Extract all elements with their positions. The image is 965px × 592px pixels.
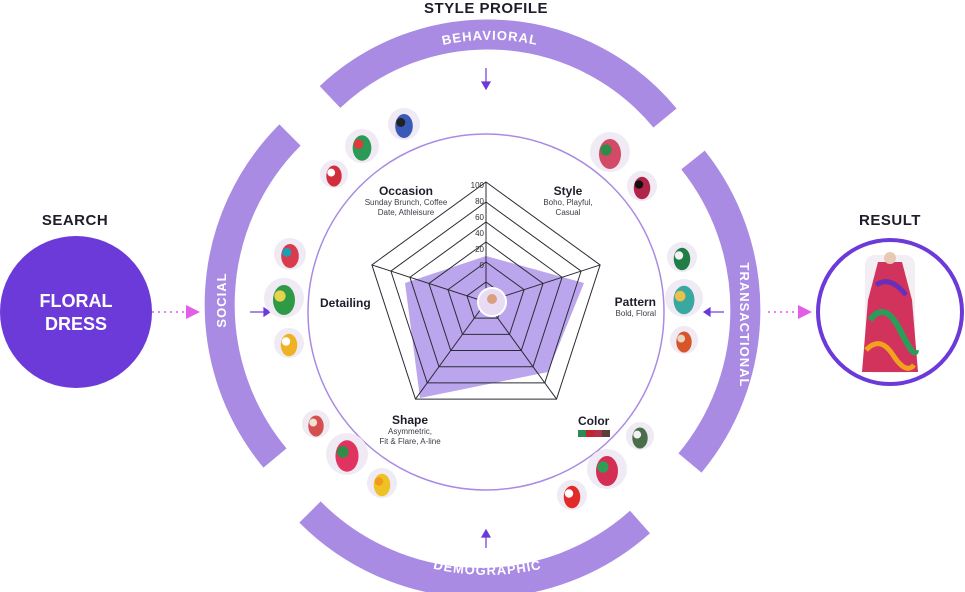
radar-tick-label: 80 (475, 197, 484, 206)
product-thumbnail (388, 108, 420, 140)
radar-spoke (371, 264, 487, 303)
shape-line2: Fit & Flare, A-line (379, 437, 441, 446)
product-thumbnail (345, 129, 379, 163)
radar-chart: 100 80 60 40 20 0 (371, 181, 601, 400)
radar-spoke (415, 301, 487, 400)
shape-line1: Asymmetric, (387, 427, 432, 436)
radar-tick-label: 100 (471, 181, 485, 190)
radar-grid-ring (409, 221, 563, 368)
dimension-style: Style Boho, Playful, Casual (543, 184, 592, 218)
search-query-line2: DRESS (44, 314, 108, 334)
product-thumbnail (670, 326, 698, 354)
radar-tick-label: 40 (475, 229, 484, 238)
style-line1: Boho, Playful, (543, 198, 593, 207)
product-thumbnail (587, 449, 627, 489)
color-swatch (578, 430, 586, 437)
radar-tick-label: 60 (475, 213, 484, 222)
product-thumbnail (667, 242, 697, 272)
color-swatch (594, 430, 602, 437)
radar-grid-ring (390, 201, 582, 384)
color-swatches (578, 430, 612, 438)
radar-grid-ring (447, 261, 525, 335)
pattern-line1: Bold, Floral (615, 309, 656, 318)
color-title: Color (578, 414, 610, 428)
color-swatch (602, 430, 610, 437)
style-line2: Casual (555, 208, 581, 217)
dimension-occasion: Occasion Sunday Brunch, Coffee Date, Ath… (365, 184, 448, 218)
page-title: STYLE PROFILE (423, 0, 549, 17)
occasion-title: Occasion (378, 184, 434, 198)
product-thumbnail (626, 422, 654, 450)
dimension-pattern: Pattern Bold, Floral (615, 295, 656, 319)
search-label: SEARCH (41, 212, 109, 229)
radar-grid-ring (428, 241, 544, 352)
result-label: RESULT (859, 212, 921, 229)
product-thumbnail (274, 238, 306, 270)
ring-label-behavioral: BEHAVIORAL (440, 28, 539, 48)
radar-tick-label: 20 (475, 245, 484, 254)
ring-label-social: SOCIAL (214, 272, 229, 327)
product-thumbnail (590, 132, 630, 172)
detailing-title: Detailing (320, 296, 371, 310)
radar-tick-label: 0 (480, 261, 485, 270)
radar-grid-ring (371, 181, 601, 400)
ring-arrows (250, 68, 724, 548)
product-thumbnail (302, 410, 330, 438)
ring-label-transactional: TRANSACTIONAL (737, 263, 752, 388)
product-thumbnail (627, 171, 657, 201)
search-query: FLORAL DRESS (40, 290, 113, 336)
ring-segment-demographic (299, 501, 650, 592)
product-thumbnails (264, 108, 703, 510)
radar-spoke (485, 301, 557, 400)
result-arrow-icon (798, 305, 812, 319)
product-thumbnail (274, 328, 304, 358)
search-arrow-icon (186, 305, 200, 319)
avatar-face-icon (487, 294, 497, 304)
profile-area (405, 256, 584, 398)
ring-label-demographic: DEMOGRAPHIC (432, 557, 542, 578)
product-thumbnail (326, 433, 368, 475)
ring-segment-transactional (678, 150, 761, 473)
shape-title: Shape (391, 413, 429, 427)
product-thumbnail (367, 468, 397, 498)
ring-segment-social (204, 124, 301, 468)
search-circle (0, 236, 152, 388)
product-thumbnail (264, 278, 304, 318)
pattern-title: Pattern (614, 295, 656, 309)
inner-circle (307, 133, 665, 491)
floral-maxi-dress-photo-icon (862, 252, 919, 373)
occasion-line1: Sunday Brunch, Coffee (364, 198, 448, 207)
dimension-shape: Shape Asymmetric, Fit & Flare, A-line (379, 413, 440, 447)
outer-ring (204, 19, 761, 592)
ring-segment-behavioral (319, 19, 677, 128)
product-thumbnail (557, 480, 587, 510)
style-title: Style (553, 184, 583, 198)
occasion-line2: Date, Athleisure (377, 208, 435, 217)
dimension-color: Color (578, 414, 612, 438)
product-thumbnail (320, 160, 348, 188)
color-swatch (586, 430, 594, 437)
dimension-detailing: Detailing (320, 296, 371, 310)
search-query-line1: FLORAL (39, 291, 113, 311)
product-thumbnail (665, 279, 703, 317)
